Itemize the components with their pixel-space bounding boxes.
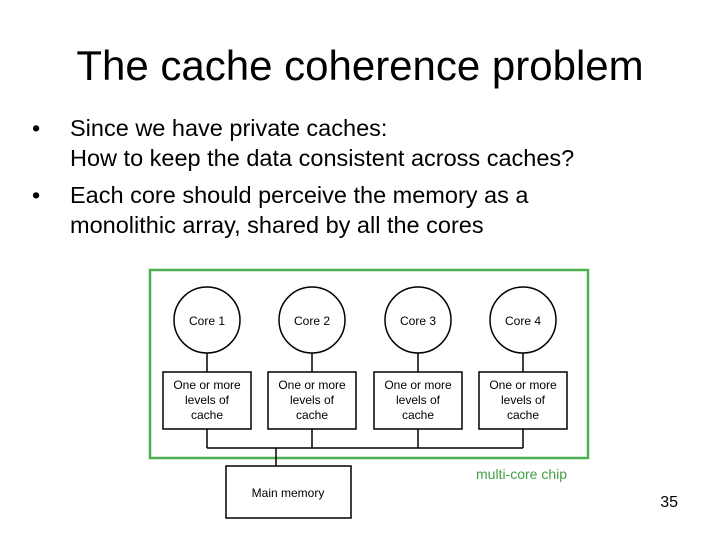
bullet-line: Each core should perceive the memory as … xyxy=(70,182,529,208)
cache-label-line: levels of xyxy=(501,393,546,407)
cache-label-line: cache xyxy=(507,408,539,422)
core-unit-1: Core 1 One or more levels of cache xyxy=(162,286,252,430)
core-label: Core 1 xyxy=(189,314,225,328)
bus-lines xyxy=(206,429,524,466)
core-unit-3: Core 3 One or more levels of cache xyxy=(373,286,463,430)
bullet-text: Since we have private caches: How to kee… xyxy=(70,113,574,173)
cache-label-line: cache xyxy=(191,408,223,422)
cache-label-line: cache xyxy=(296,408,328,422)
chip-border xyxy=(148,268,590,460)
core-label: Core 2 xyxy=(294,314,330,328)
cache-box xyxy=(373,371,463,430)
bullet-dot: • xyxy=(32,182,41,208)
bullet-item: • Since we have private caches: How to k… xyxy=(30,113,710,173)
cache-box xyxy=(478,371,568,430)
cache-box xyxy=(162,371,252,430)
cache-label-line: One or more xyxy=(173,378,241,392)
cache-label-line: levels of xyxy=(185,393,230,407)
main-memory-label: Main memory xyxy=(252,486,325,500)
core-label: Core 3 xyxy=(400,314,436,328)
bullet-line: How to keep the data consistent across c… xyxy=(70,145,575,171)
cache-label-line: One or more xyxy=(384,378,452,392)
page-number: 35 xyxy=(660,494,678,511)
bullet-line: monolithic array, shared by all the core… xyxy=(70,212,484,238)
cache-label-line: cache xyxy=(402,408,434,422)
bullet-list: • Since we have private caches: How to k… xyxy=(30,113,710,240)
cache-box xyxy=(267,371,357,430)
cache-label-line: levels of xyxy=(290,393,335,407)
core-unit-4: Core 4 One or more levels of cache xyxy=(478,286,568,430)
bullet-dot: • xyxy=(32,115,41,141)
bullet-item: • Each core should perceive the memory a… xyxy=(30,180,710,240)
bullet-line: Since we have private caches: xyxy=(70,115,388,141)
bullet-text: Each core should perceive the memory as … xyxy=(70,180,528,240)
chip-label: multi-core chip xyxy=(476,466,567,482)
cache-label-line: levels of xyxy=(396,393,441,407)
core-unit-2: Core 2 One or more levels of cache xyxy=(267,286,357,430)
cache-label-line: One or more xyxy=(489,378,557,392)
slide-title: The cache coherence problem xyxy=(76,42,644,89)
cache-label-line: One or more xyxy=(278,378,346,392)
main-memory-box xyxy=(225,465,352,519)
core-label: Core 4 xyxy=(505,314,541,328)
